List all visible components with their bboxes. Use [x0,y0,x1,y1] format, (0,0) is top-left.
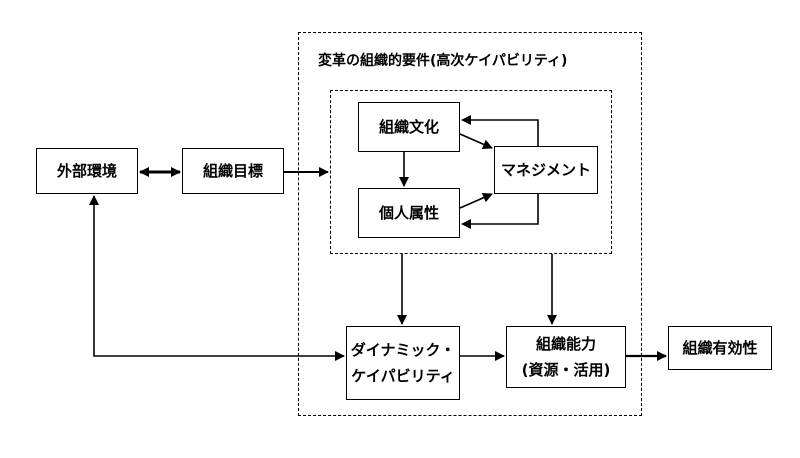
arrow-management-to-culture [461,115,539,146]
node-organizational-capability: 組織能力 (資源・活用) [506,326,626,388]
node-external-environment: 外部環境 [36,148,138,194]
organizational-capability-line2: (資源・活用) [521,361,611,379]
node-individual-attributes: 個人属性 [358,188,460,238]
arrow-external-dynamic [89,195,345,361]
node-organizational-effectiveness: 組織有効性 [668,326,772,370]
node-management: マネジメント [494,146,598,194]
arrow-individual-to-management [459,193,493,209]
inner-dashed-group [330,90,612,254]
node-dynamic-capability: ダイナミック・ ケイパビリティ [346,326,460,400]
dynamic-capability-line2: ケイパビリティ [351,367,455,385]
arrow-management-to-individual [461,194,539,229]
outer-group-title: 変革の組織的要件(高次ケイパビリティ) [318,53,568,69]
node-organizational-culture: 組織文化 [358,102,460,152]
node-organizational-goal: 組織目標 [182,148,284,194]
organizational-capability-line1: 組織能力 [535,335,596,353]
dynamic-capability-line1: ダイナミック・ [350,341,456,359]
arrow-culture-to-management [459,133,493,149]
